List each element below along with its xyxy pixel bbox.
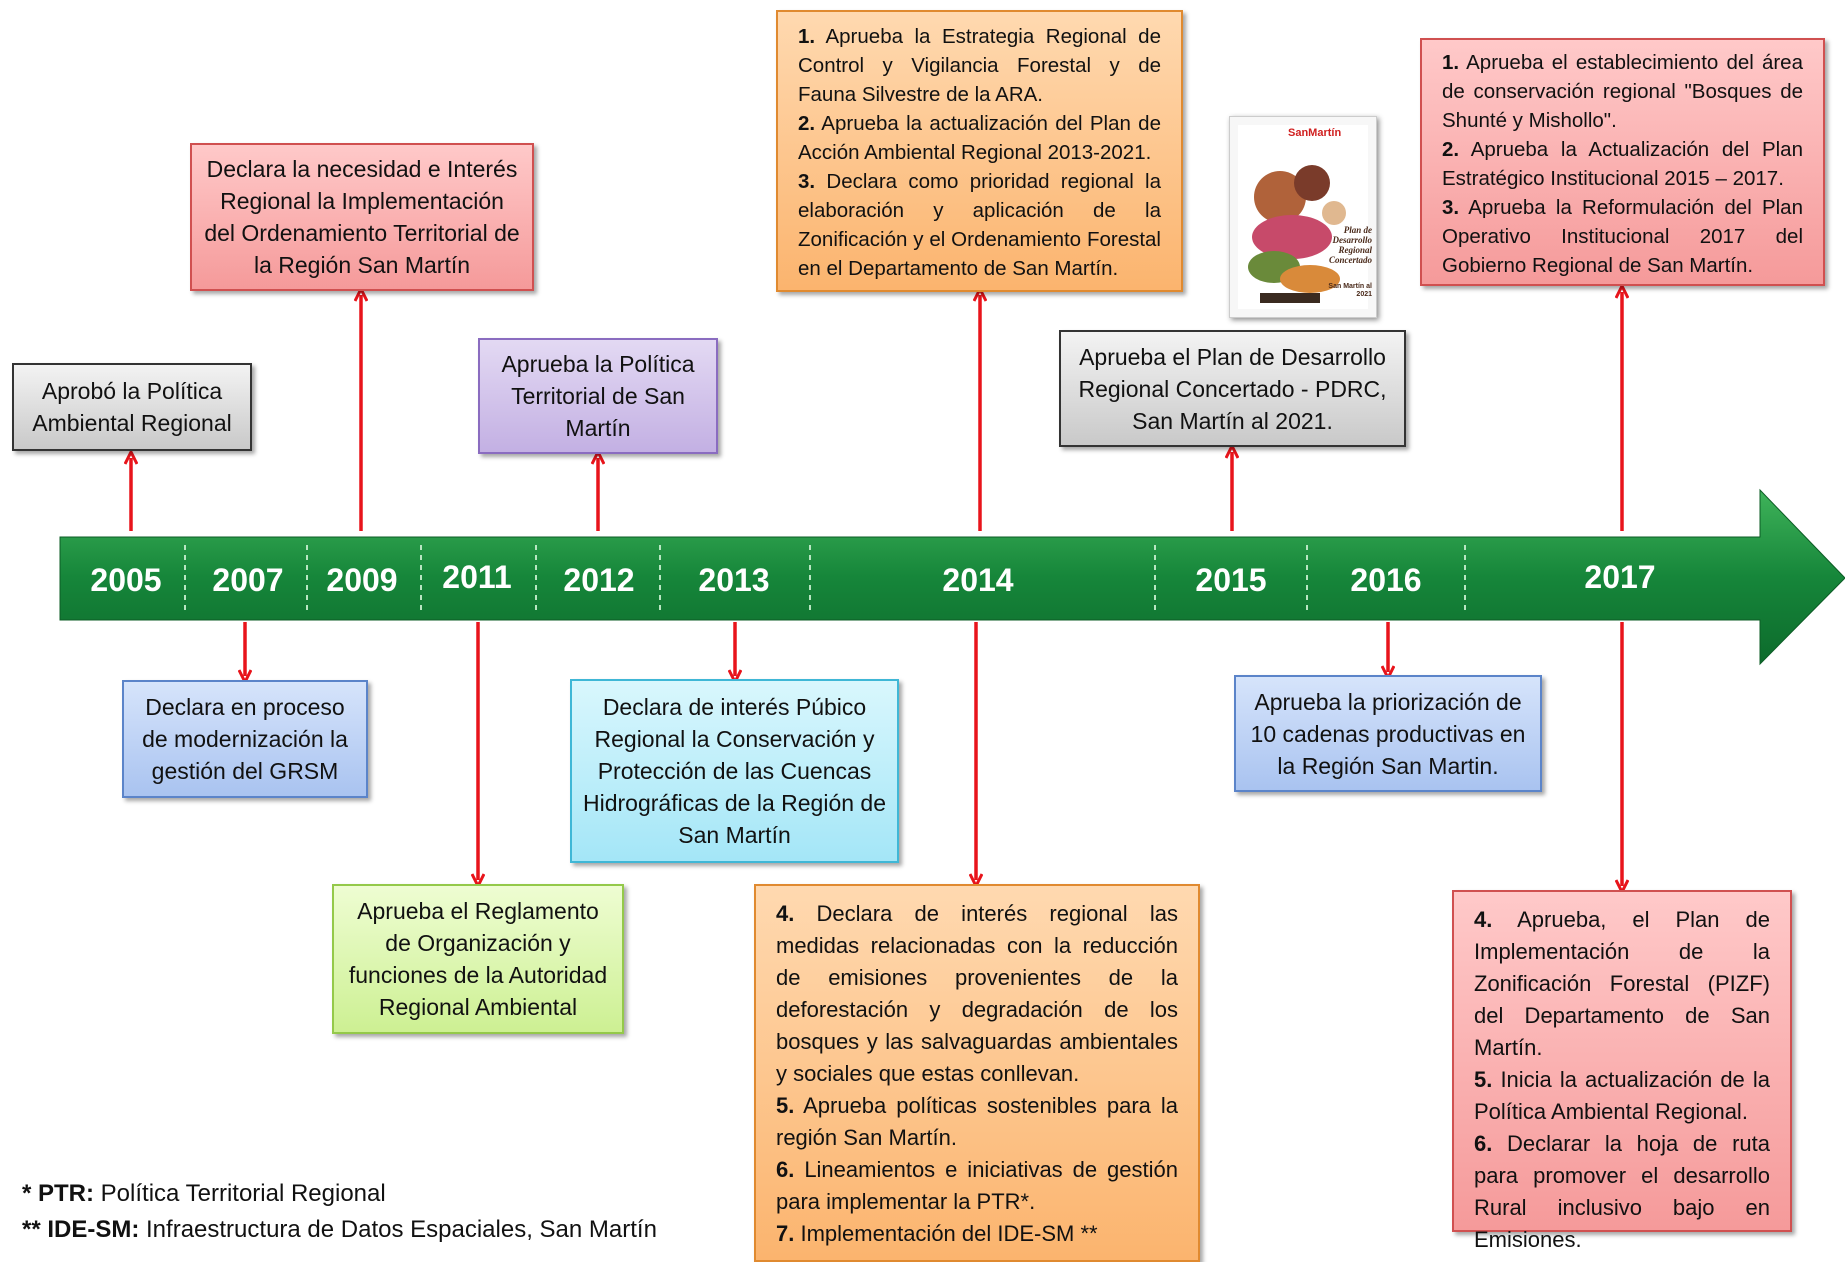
event-list-2014-bottom: 4. Declara de interés regional las medid… bbox=[754, 884, 1200, 1262]
cover-title: Plan de Desarrollo Regional Concertado bbox=[1328, 225, 1372, 265]
event-text-2005: Aprobó la Política Ambiental Regional bbox=[32, 378, 232, 436]
list-item: 2. Aprueba la actualización del Plan de … bbox=[798, 112, 1161, 164]
event-text-2013: Declara de interés Púbico Regional la Co… bbox=[582, 694, 886, 848]
cover-illustration bbox=[1238, 125, 1368, 309]
event-text-2009: Declara la necesidad e Interés Regional … bbox=[204, 156, 520, 278]
timeline-arrow bbox=[59, 488, 1845, 666]
list-item: 3. Aprueba la Reformulación del Plan Ope… bbox=[1442, 196, 1803, 277]
list-item: 5. Aprueba políticas sostenibles para la… bbox=[776, 1093, 1178, 1150]
event-box-2012: Aprueba la Política Territorial de San M… bbox=[478, 338, 718, 454]
year-2017: 2017 bbox=[1584, 559, 1656, 595]
year-2012: 2012 bbox=[563, 562, 635, 598]
event-box-2005: Aprobó la Política Ambiental Regional bbox=[12, 363, 252, 451]
footnote-ide-sm: ** IDE-SM: Infraestructura de Datos Espa… bbox=[22, 1216, 657, 1243]
event-list-2017-top: 1. Aprueba el establecimiento del área d… bbox=[1420, 38, 1825, 286]
event-text-2015: Aprueba el Plan de Desarrollo Regional C… bbox=[1078, 343, 1387, 434]
plan-cover-image: SanMartín Plan de Desarrollo Regional Co… bbox=[1229, 116, 1377, 318]
year-2007: 2007 bbox=[212, 562, 284, 598]
event-text-2011: Aprueba el Reglamento de Organización y … bbox=[348, 898, 608, 1020]
list-item: 5. Inicia la actualización de la Polític… bbox=[1474, 1067, 1770, 1124]
event-box-2011: Aprueba el Reglamento de Organización y … bbox=[332, 884, 624, 1034]
event-text-2016: Aprueba la priorización de 10 cadenas pr… bbox=[1250, 688, 1526, 779]
event-text-2007: Declara en proceso de modernización la g… bbox=[142, 694, 348, 784]
list-item: 4. Aprueba, el Plan de Implementación de… bbox=[1474, 907, 1770, 1060]
footnote-ptr: * PTR: Política Territorial Regional bbox=[22, 1180, 386, 1207]
event-text-2012: Aprueba la Política Territorial de San M… bbox=[501, 351, 695, 441]
event-box-2015: Aprueba el Plan de Desarrollo Regional C… bbox=[1059, 330, 1406, 447]
year-2016: 2016 bbox=[1350, 562, 1422, 598]
year-2005: 2005 bbox=[90, 562, 162, 598]
year-2014: 2014 bbox=[942, 562, 1014, 598]
year-2015: 2015 bbox=[1195, 562, 1267, 598]
list-item: 7. Implementación del IDE-SM ** bbox=[776, 1221, 1098, 1246]
event-box-2013: Declara de interés Púbico Regional la Co… bbox=[570, 679, 899, 863]
cover-subtitle: San Martín al 2021 bbox=[1328, 283, 1372, 298]
connector-arrows bbox=[131, 292, 1622, 886]
event-list-2017-bottom: 4. Aprueba, el Plan de Implementación de… bbox=[1452, 890, 1792, 1252]
year-dividers bbox=[184, 545, 1466, 612]
cover-brand: SanMartín bbox=[1288, 127, 1342, 139]
list-item: 2. Aprueba la Actualización del Plan Est… bbox=[1442, 138, 1803, 190]
event-box-2007: Declara en proceso de modernización la g… bbox=[122, 680, 368, 798]
year-2011: 2011 bbox=[442, 559, 512, 595]
list-item: 3. Declara como prioridad regional la el… bbox=[798, 170, 1161, 280]
event-box-2016: Aprueba la priorización de 10 cadenas pr… bbox=[1234, 675, 1542, 792]
list-item: 4. Declara de interés regional las medid… bbox=[776, 901, 1178, 1086]
list-item: 6. Declarar la hoja de ruta para promove… bbox=[1474, 1131, 1770, 1252]
event-box-2009: Declara la necesidad e Interés Regional … bbox=[190, 143, 534, 291]
event-list-2014-top: 1. Aprueba la Estrategia Regional de Con… bbox=[776, 10, 1183, 292]
year-2009: 2009 bbox=[326, 562, 398, 598]
list-item: 1. Aprueba la Estrategia Regional de Con… bbox=[798, 25, 1161, 106]
list-item: 1. Aprueba el establecimiento del área d… bbox=[1442, 51, 1803, 132]
list-item: 6. Lineamientos e iniciativas de gestión… bbox=[776, 1157, 1178, 1214]
year-2013: 2013 bbox=[698, 562, 770, 598]
